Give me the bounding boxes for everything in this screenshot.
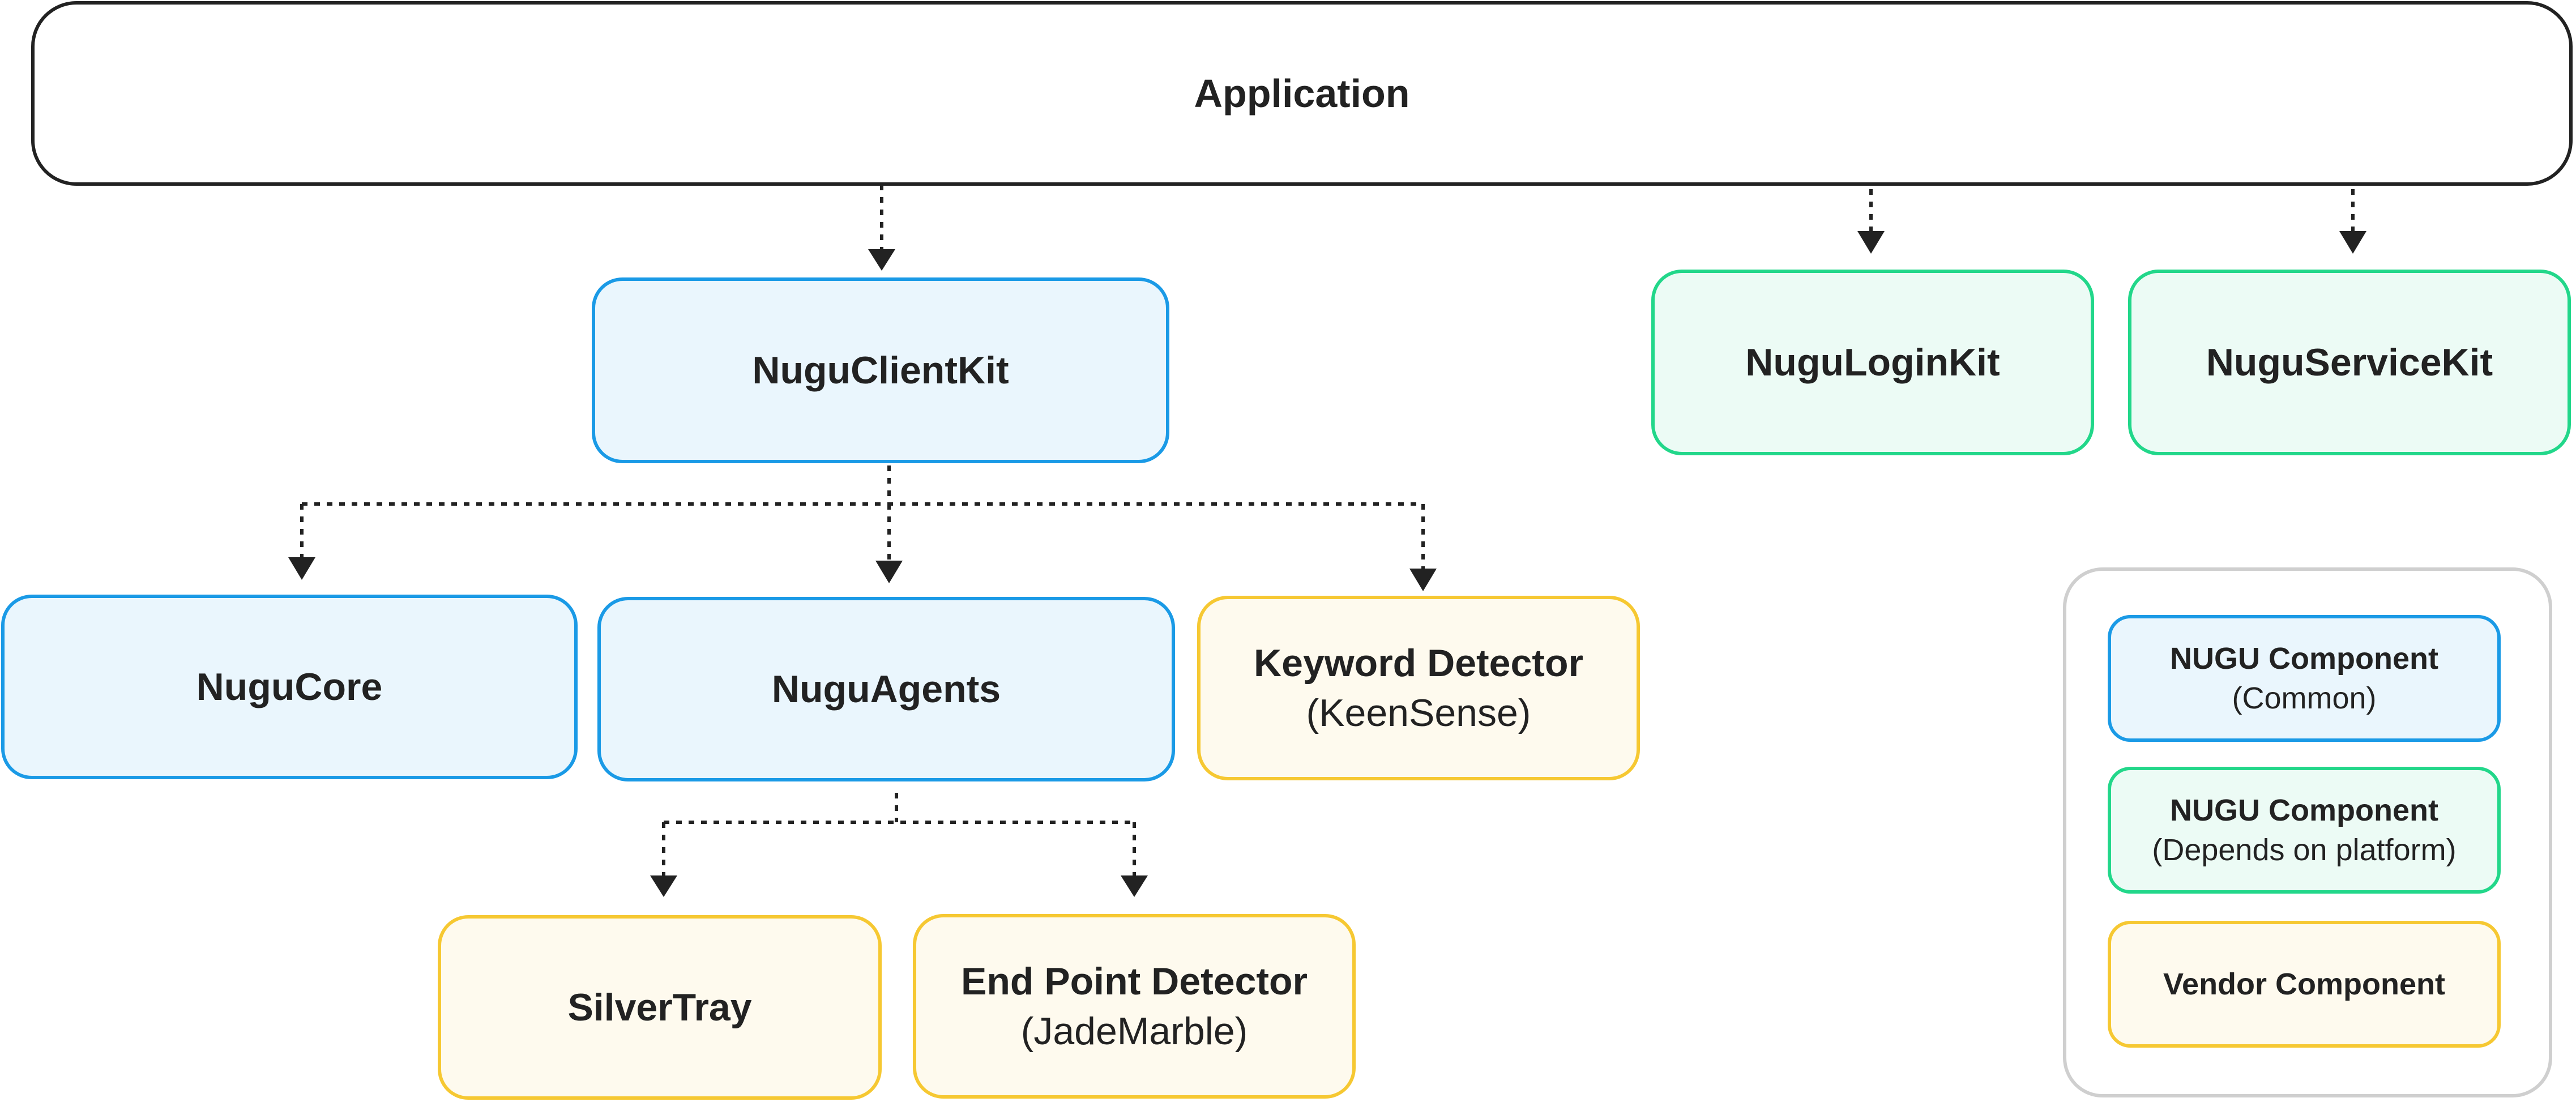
keyword-detector-box: Keyword Detector (KeenSense) (1197, 596, 1640, 780)
keyword-detector-label: Keyword Detector (1254, 641, 1583, 685)
end-point-detector-box: End Point Detector (JadeMarble) (913, 914, 1356, 1099)
legend-vendor-title: Vendor Component (2163, 967, 2445, 1001)
end-point-detector-label: End Point Detector (960, 959, 1308, 1003)
nugu-agents-label: NuguAgents (771, 667, 1001, 711)
arrowhead-agents (875, 561, 903, 583)
arrowhead-keyword (1409, 569, 1437, 591)
legend-common-subtitle: (Common) (2232, 681, 2377, 715)
arrowhead-clientkit (868, 249, 895, 271)
arrowhead-loginkit (1857, 231, 1885, 254)
legend-platform-subtitle: (Depends on platform) (2152, 833, 2457, 867)
nugu-agents-box: NuguAgents (597, 597, 1175, 781)
legend-common-title: NUGU Component (2170, 641, 2438, 676)
arrowhead-servicekit (2339, 231, 2366, 254)
legend-platform-title: NUGU Component (2170, 793, 2438, 827)
legend-platform-swatch: NUGU Component (Depends on platform) (2108, 767, 2501, 894)
nugu-core-label: NuguCore (196, 665, 383, 708)
nugu-service-kit-label: NuguServiceKit (2206, 340, 2493, 384)
legend-common-swatch: NUGU Component (Common) (2108, 615, 2501, 742)
legend-vendor-swatch: Vendor Component (2108, 921, 2501, 1048)
nugu-client-kit-box: NuguClientKit (592, 277, 1169, 463)
application-label: Application (1194, 71, 1410, 116)
arrowhead-silvertray (650, 875, 677, 897)
arrowhead-epd (1121, 875, 1148, 897)
arrowhead-core (288, 557, 315, 580)
nugu-service-kit-box: NuguServiceKit (2128, 270, 2571, 455)
silver-tray-box: SilverTray (438, 915, 882, 1100)
nugu-login-kit-label: NuguLoginKit (1745, 340, 2000, 384)
silver-tray-label: SilverTray (567, 985, 752, 1029)
nugu-login-kit-box: NuguLoginKit (1651, 270, 2094, 455)
end-point-detector-vendor: (JadeMarble) (1020, 1010, 1248, 1053)
nugu-client-kit-label: NuguClientKit (752, 348, 1009, 392)
application-box: Application (31, 1, 2573, 186)
keyword-detector-vendor: (KeenSense) (1306, 691, 1531, 734)
nugu-core-box: NuguCore (1, 595, 578, 779)
